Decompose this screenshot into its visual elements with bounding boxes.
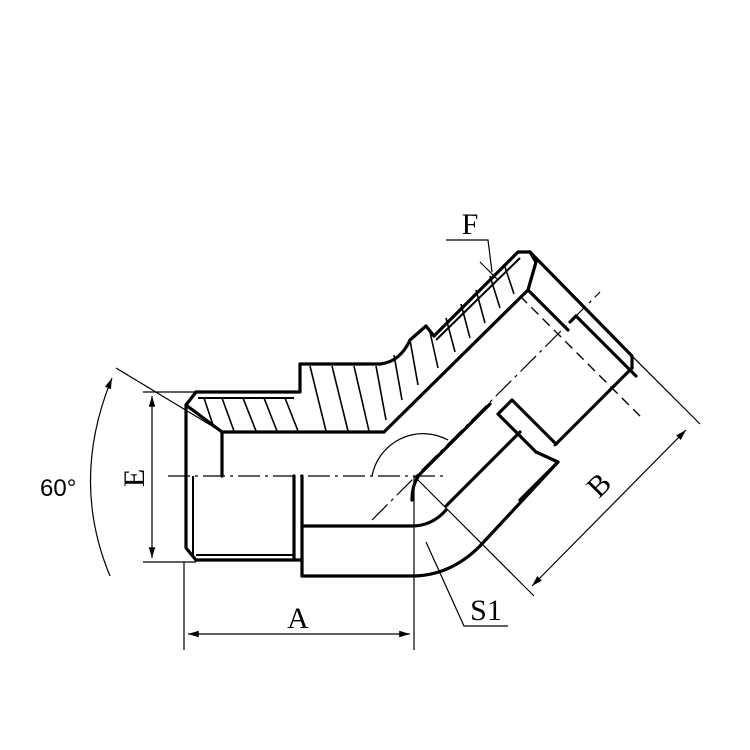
label-f: F bbox=[462, 208, 479, 241]
center-lines bbox=[168, 291, 641, 650]
label-angle: 60° bbox=[40, 475, 76, 502]
dimension-e: E bbox=[118, 391, 196, 563]
dimension-b: B bbox=[527, 355, 701, 597]
label-b: B bbox=[581, 467, 618, 504]
label-e: E bbox=[118, 469, 151, 487]
dimension-angle: 60° bbox=[40, 367, 223, 577]
leader-s1: S1 bbox=[425, 541, 508, 627]
label-s1: S1 bbox=[470, 594, 502, 627]
dimension-a: A bbox=[183, 562, 410, 650]
left-port bbox=[184, 324, 482, 578]
thread-hatching bbox=[203, 263, 515, 432]
leader-f: F bbox=[446, 208, 499, 281]
diagonal-port bbox=[382, 250, 638, 548]
label-a: A bbox=[287, 602, 309, 635]
